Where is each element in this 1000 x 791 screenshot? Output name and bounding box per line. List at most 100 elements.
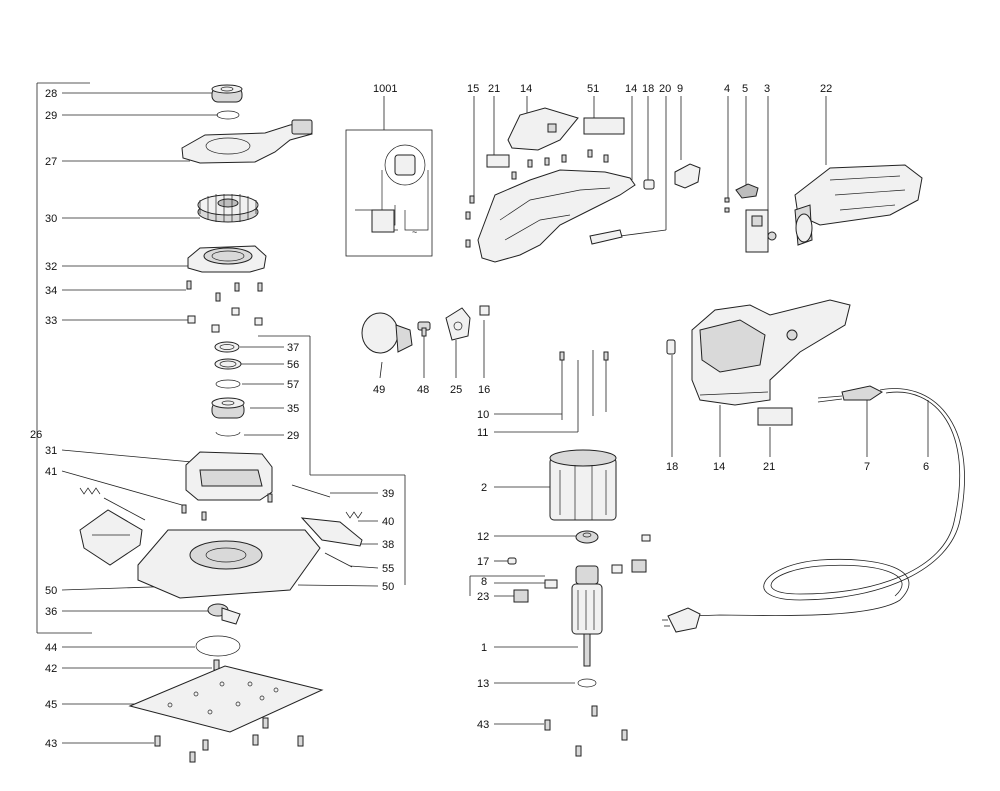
callout-1: 1: [481, 642, 487, 654]
part-50-base-plate: [137, 529, 321, 599]
callout-36: 36: [45, 606, 57, 618]
callout-3: 3: [764, 83, 770, 95]
callout-43-center: 43: [477, 719, 489, 731]
callout-33: 33: [45, 315, 57, 327]
callout-21: 21: [488, 83, 500, 95]
part-25-bracket: [445, 307, 471, 341]
callout-35: 35: [287, 403, 299, 415]
callout-26: 26: [30, 429, 42, 441]
part-plug: [662, 607, 701, 633]
part-39-rod: [291, 484, 331, 498]
left-group-bracket: [36, 82, 406, 634]
part-1001-wiring-schematic: ~: [345, 129, 433, 257]
callout-30: 30: [45, 213, 57, 225]
part-14-housing-half: [477, 169, 636, 263]
callout-39: 39: [382, 488, 394, 500]
callout-14-housing: 14: [625, 83, 637, 95]
callout-10: 10: [477, 409, 489, 421]
callout-43: 43: [45, 738, 57, 750]
callout-57: 57: [287, 379, 299, 391]
callout-49: 49: [373, 384, 385, 396]
callout-5: 5: [742, 83, 748, 95]
part-32-bearing-housing: [187, 245, 267, 273]
part-31-frame: [185, 451, 273, 501]
callout-21-right: 21: [763, 461, 775, 473]
part-48-screw: [417, 321, 431, 337]
callout-40: 40: [382, 516, 394, 528]
center-callouts: 49 48 25 16 10 11 2 12 17 8 23 1 13 43: [373, 320, 578, 731]
part-34-screws: [186, 280, 263, 302]
part-57-ring: [215, 379, 241, 389]
assembled-sander: [691, 299, 851, 406]
callout-29-lower: 29: [287, 430, 299, 442]
callout-6: 6: [923, 461, 929, 473]
part-21-label: [486, 154, 510, 168]
part-clamp-left: [79, 509, 143, 566]
part-2-stator: [549, 449, 617, 521]
part-17-pin: [507, 557, 517, 565]
part-43-screws-center: [544, 705, 628, 757]
callout-48: 48: [417, 384, 429, 396]
callout-23: 23: [477, 591, 489, 603]
top-callouts: 1001 15 21 14 51 14 18 20 9 4 5 3 22: [373, 83, 832, 237]
part-33-blocks: [187, 307, 263, 333]
callout-56: 56: [287, 359, 299, 371]
part-9-switch: [674, 163, 701, 189]
part-56-ring: [214, 358, 242, 370]
part-43-screws-left: [154, 717, 304, 763]
callout-14-right: 14: [713, 461, 725, 473]
callout-27: 27: [45, 156, 57, 168]
callout-17: 17: [477, 556, 489, 568]
callout-13: 13: [477, 678, 489, 690]
part-28-bearing: [211, 84, 243, 103]
callout-25: 25: [450, 384, 462, 396]
part-38-clamp-lever: [300, 517, 363, 547]
part-12-bearing: [575, 530, 599, 544]
callout-22: 22: [820, 83, 832, 95]
callout-50: 50: [45, 585, 57, 597]
callout-11: 11: [477, 427, 488, 439]
callout-28: 28: [45, 88, 57, 100]
part-21-label-right: [757, 407, 793, 426]
part-23-brush-holders: [513, 559, 647, 603]
left-callouts: 28 29 27 30 26 32 34 33 31 41 50 36 44 4…: [30, 88, 394, 750]
part-6-power-cable: [689, 388, 965, 617]
callout-18-right: 18: [666, 461, 678, 473]
part-18-pin: [643, 179, 655, 190]
schematic-tilde: ~: [412, 227, 417, 237]
callout-2: 2: [481, 482, 487, 494]
callout-50-right: 50: [382, 581, 394, 593]
part-8-carbon-brushes: [544, 534, 651, 589]
callout-15: 15: [467, 83, 479, 95]
part-44-oring: [195, 635, 241, 657]
part-14-cover: [507, 107, 579, 151]
callout-45: 45: [45, 699, 57, 711]
part-40-spring: [345, 511, 363, 519]
callout-37: 37: [287, 342, 299, 354]
callout-4: 4: [724, 83, 730, 95]
part-4-screws: [724, 197, 730, 213]
part-41-spring: [79, 487, 101, 495]
callout-51: 51: [587, 83, 599, 95]
callout-14: 14: [520, 83, 532, 95]
part-18-pin-right: [666, 339, 676, 355]
part-13-washer: [577, 678, 597, 688]
callout-55: 55: [382, 563, 394, 575]
callout-29: 29: [45, 110, 57, 122]
callout-8: 8: [481, 576, 487, 588]
part-10-11-wires: [559, 350, 609, 432]
part-29-circlip: [215, 431, 241, 437]
part-7-cable-sleeve: [817, 385, 883, 403]
callout-32: 32: [45, 261, 57, 273]
part-5-switch-knob: [735, 183, 759, 199]
callout-12: 12: [477, 531, 489, 543]
part-1-armature: [571, 565, 603, 667]
part-3-switch-block: [745, 209, 777, 253]
callout-44: 44: [45, 642, 57, 654]
callout-9: 9: [677, 83, 683, 95]
callout-41: 41: [45, 466, 57, 478]
part-20-label-strip: [589, 229, 623, 245]
callout-16: 16: [478, 384, 490, 396]
part-37-ring: [214, 341, 240, 353]
